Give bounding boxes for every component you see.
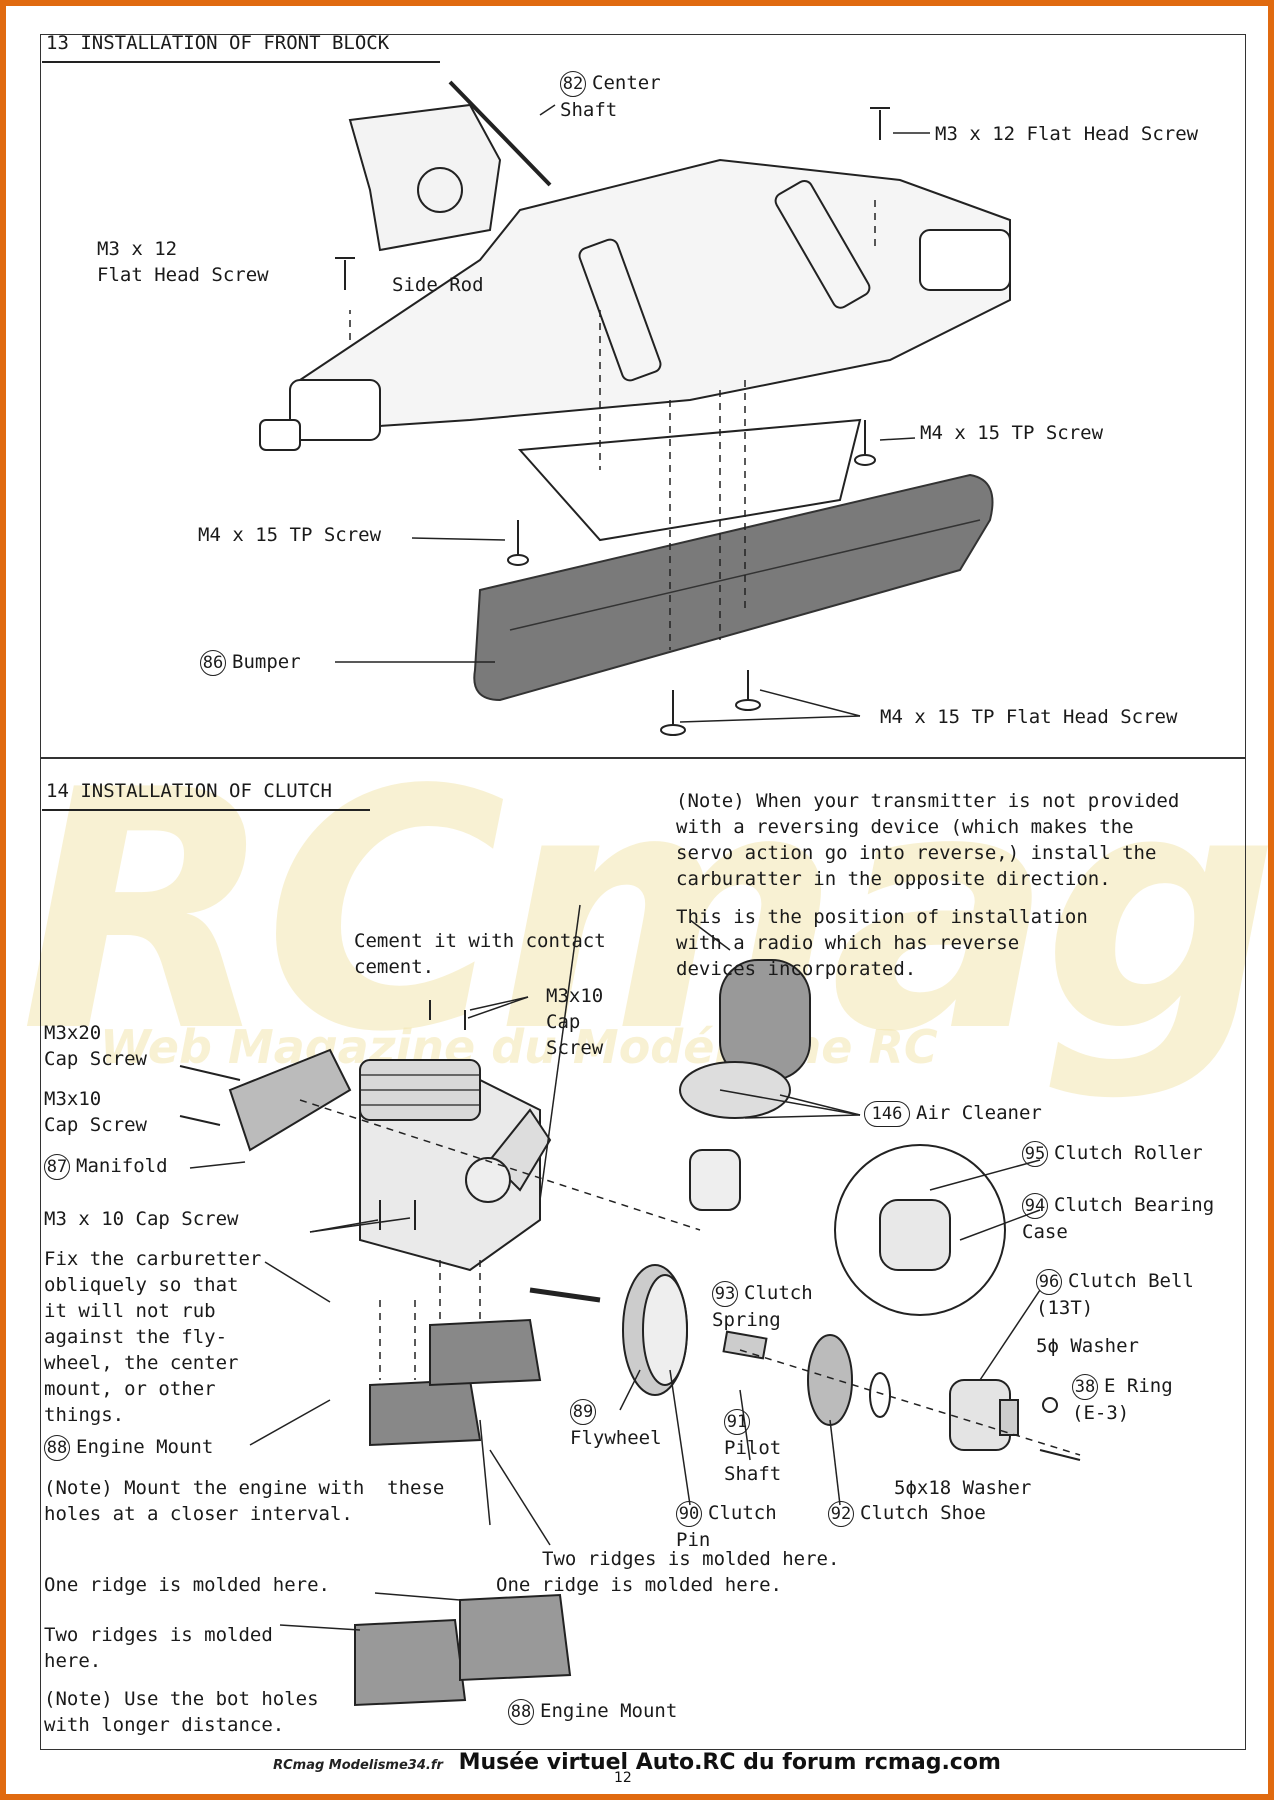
part-number-94: 94 [1022, 1193, 1048, 1219]
part-number-82: 82 [560, 71, 586, 97]
m3x12-right-label: M3 x 12 Flat Head Screw [935, 123, 1199, 145]
part-number-91: 91 [724, 1409, 750, 1435]
two-ridges-right: Two ridges is molded here. [542, 1548, 840, 1570]
engine-mount-text: Engine Mount [76, 1436, 214, 1458]
footer-text: Musée virtuel Auto.RC du forum rcmag.com [458, 1750, 1001, 1775]
m4x15-left-label: M4 x 15 TP Screw [198, 524, 382, 546]
footer: RCmag Modelisme34.fr Musée virtuel Auto.… [0, 1750, 1274, 1786]
one-ridge-left: One ridge is molded here. [44, 1574, 330, 1596]
part-number-88-bottom: 88 [508, 1699, 534, 1725]
m3x20-cap-label: M3x20 Cap Screw [44, 1022, 147, 1070]
note-bolt: (Note) Use the bot holes with longer dis… [44, 1688, 319, 1736]
clutch-roller-label: 95 Clutch Roller [1022, 1140, 1203, 1167]
watermark-logo: RCmag [20, 720, 1274, 1104]
two-ridges-left: Two ridges is molded here. [44, 1624, 273, 1672]
flywheel-text: Flywheel [570, 1427, 662, 1449]
manifold-label: 87 Manifold [44, 1153, 168, 1180]
part-number-93: 93 [712, 1281, 738, 1307]
m3x10-cap-mid-label: M3 x 10 Cap Screw [44, 1208, 239, 1230]
clutch-shoe-text: Clutch Shoe [860, 1502, 986, 1524]
part-number-90: 90 [676, 1501, 702, 1527]
washer-5x18-label: 5ϕx18 Washer [894, 1477, 1032, 1499]
m4x15-right-label: M4 x 15 TP Screw [920, 422, 1104, 444]
engine-mount-label: 88 Engine Mount [44, 1434, 213, 1461]
engine-mount2-text: Engine Mount [540, 1700, 678, 1722]
note-reverse: (Note) When your transmitter is not prov… [676, 790, 1180, 890]
bumper-text: Bumper [232, 651, 301, 673]
section-13-panel [40, 34, 1246, 758]
section-14-title: 14 INSTALLATION OF CLUTCH [46, 780, 332, 802]
m3x10-cap-top-label: M3x10 Cap Screw [546, 985, 604, 1059]
bearing-case-text: Clutch Bearing Case [1022, 1194, 1215, 1243]
footer-brand: RCmag Modelisme34.fr [273, 1758, 443, 1773]
fix-carb-note: Fix the carburetter obliquely so that it… [44, 1248, 262, 1426]
part-number-96: 96 [1036, 1269, 1062, 1295]
m3x12-left-label: M3 x 12 Flat Head Screw [97, 238, 269, 286]
engine-mount2-label: 88 Engine Mount [508, 1698, 677, 1725]
side-rod-label: Side Rod [392, 274, 484, 296]
bumper-label: 86 Bumper [200, 649, 301, 676]
section-14-panel [40, 758, 1246, 1750]
air-cleaner-text: Air Cleaner [916, 1102, 1042, 1124]
part-number-92: 92 [828, 1501, 854, 1527]
m3x10-cap-left-label: M3x10 Cap Screw [44, 1088, 147, 1136]
clutch-shoe-label: 92 Clutch Shoe [828, 1500, 986, 1527]
clutch-bell-text: Clutch Bell (13T) [1036, 1270, 1194, 1319]
clutch-spring-text: Clutch Spring [712, 1282, 813, 1331]
section-13-title: 13 INSTALLATION OF FRONT BLOCK [46, 32, 390, 54]
note-mount: (Note) Mount the engine with these holes… [44, 1477, 445, 1525]
page-number: 12 [614, 1770, 632, 1786]
clutch-pin-text: Clutch Pin [676, 1502, 777, 1551]
part-number-89: 89 [570, 1399, 596, 1425]
air-cleaner-label: 146 Air Cleaner [864, 1100, 1042, 1127]
e-ring-text: E Ring (E-3) [1072, 1375, 1173, 1424]
clutch-roller-text: Clutch Roller [1054, 1142, 1203, 1164]
manifold-text: Manifold [76, 1155, 168, 1177]
part-number-86: 86 [200, 650, 226, 676]
part-number-88: 88 [44, 1435, 70, 1461]
center-shaft-text: Center Shaft [560, 72, 661, 121]
m4x15-flat-label: M4 x 15 TP Flat Head Screw [880, 706, 1178, 728]
part-number-146: 146 [864, 1101, 910, 1127]
note-position: This is the position of installation wit… [676, 906, 1088, 980]
washer-5-label: 5ϕ Washer [1036, 1335, 1139, 1357]
part-number-38: 38 [1072, 1374, 1098, 1400]
part-number-87: 87 [44, 1154, 70, 1180]
cement-note: Cement it with contact cement. [354, 930, 606, 978]
part-number-95: 95 [1022, 1141, 1048, 1167]
one-ridge-right: One ridge is molded here. [496, 1574, 782, 1596]
pilot-shaft-text: Pilot Shaft [724, 1437, 782, 1485]
